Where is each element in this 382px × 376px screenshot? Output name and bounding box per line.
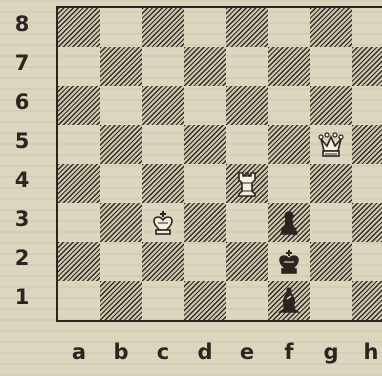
white-king-icon — [142, 203, 184, 242]
chess-board — [56, 6, 382, 322]
square-b4 — [100, 164, 142, 203]
square-b1 — [100, 281, 142, 320]
square-a5 — [58, 125, 100, 164]
file-label-e: e — [232, 342, 262, 363]
square-e2 — [226, 242, 268, 281]
square-a3 — [58, 203, 100, 242]
rank-label-5: 5 — [10, 131, 34, 152]
square-f5 — [268, 125, 310, 164]
square-h7 — [352, 47, 382, 86]
square-d1 — [184, 281, 226, 320]
square-h6 — [352, 86, 382, 125]
square-g6 — [310, 86, 352, 125]
file-label-h: h — [356, 342, 382, 363]
rank-label-7: 7 — [10, 53, 34, 74]
square-a8 — [58, 8, 100, 47]
square-d3 — [184, 203, 226, 242]
square-c1 — [142, 281, 184, 320]
square-g8 — [310, 8, 352, 47]
square-h3 — [352, 203, 382, 242]
square-h1 — [352, 281, 382, 320]
rank-label-8: 8 — [10, 14, 34, 35]
file-label-d: d — [190, 342, 220, 363]
rank-label-3: 3 — [10, 209, 34, 230]
square-c6 — [142, 86, 184, 125]
square-d4 — [184, 164, 226, 203]
square-f7 — [268, 47, 310, 86]
square-e6 — [226, 86, 268, 125]
square-h8 — [352, 8, 382, 47]
file-label-a: a — [64, 342, 94, 363]
square-b2 — [100, 242, 142, 281]
square-g3 — [310, 203, 352, 242]
square-c8 — [142, 8, 184, 47]
square-h4 — [352, 164, 382, 203]
square-f4 — [268, 164, 310, 203]
square-f6 — [268, 86, 310, 125]
file-label-b: b — [106, 342, 136, 363]
square-h5 — [352, 125, 382, 164]
rank-label-2: 2 — [10, 248, 34, 269]
square-a1 — [58, 281, 100, 320]
square-a7 — [58, 47, 100, 86]
square-d6 — [184, 86, 226, 125]
square-e3 — [226, 203, 268, 242]
square-f8 — [268, 8, 310, 47]
square-b8 — [100, 8, 142, 47]
square-e8 — [226, 8, 268, 47]
square-e7 — [226, 47, 268, 86]
rank-label-6: 6 — [10, 92, 34, 113]
black-bishop-icon — [268, 281, 310, 320]
square-c2 — [142, 242, 184, 281]
square-d2 — [184, 242, 226, 281]
white-queen-icon — [310, 125, 352, 164]
square-c7 — [142, 47, 184, 86]
file-label-f: f — [274, 342, 304, 363]
black-pawn-icon — [268, 203, 310, 242]
square-b6 — [100, 86, 142, 125]
square-b3 — [100, 203, 142, 242]
square-d5 — [184, 125, 226, 164]
square-g4 — [310, 164, 352, 203]
file-label-c: c — [148, 342, 178, 363]
square-c4 — [142, 164, 184, 203]
square-a2 — [58, 242, 100, 281]
black-king-icon — [268, 242, 310, 281]
square-d8 — [184, 8, 226, 47]
square-h2 — [352, 242, 382, 281]
square-b7 — [100, 47, 142, 86]
file-label-g: g — [316, 342, 346, 363]
square-g2 — [310, 242, 352, 281]
square-e5 — [226, 125, 268, 164]
square-g1 — [310, 281, 352, 320]
square-b5 — [100, 125, 142, 164]
rank-label-1: 1 — [10, 287, 34, 308]
white-rook-icon — [226, 164, 268, 203]
square-c5 — [142, 125, 184, 164]
square-d7 — [184, 47, 226, 86]
square-g7 — [310, 47, 352, 86]
square-e1 — [226, 281, 268, 320]
square-a6 — [58, 86, 100, 125]
rank-label-4: 4 — [10, 170, 34, 191]
square-a4 — [58, 164, 100, 203]
